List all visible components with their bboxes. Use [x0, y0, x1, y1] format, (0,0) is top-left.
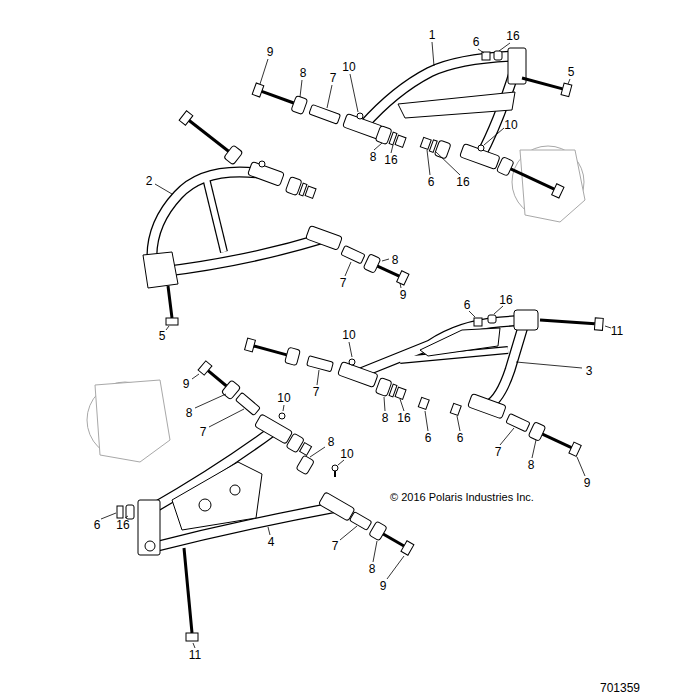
copyright-note: © 2016 Polaris Industries Inc. — [390, 492, 534, 503]
callout-number: 9 — [380, 580, 387, 592]
callout-number: 6 — [94, 519, 101, 531]
callout-number: 11 — [189, 649, 201, 661]
hub-knuckle — [512, 146, 585, 222]
diagram-number: 701359 — [600, 682, 640, 694]
callout-number: 10 — [342, 329, 355, 341]
callout-number: 9 — [400, 289, 407, 301]
callout-number: 9 — [183, 378, 190, 390]
callout-number: 8 — [186, 407, 193, 419]
callout-number: 5 — [159, 330, 166, 342]
callout-number: 4 — [268, 536, 275, 548]
callout-number: 16 — [456, 176, 469, 188]
callout-number: 8 — [328, 436, 335, 448]
callout-number: 8 — [369, 563, 376, 575]
callout-number: 2 — [146, 175, 153, 187]
callout-number: 10 — [504, 119, 517, 131]
callout-number: 16 — [499, 294, 512, 306]
callout-number: 10 — [342, 61, 355, 73]
callout-number: 11 — [611, 325, 623, 337]
callout-number: 9 — [267, 46, 274, 58]
bolt-stack — [184, 359, 415, 641]
callout-number: 16 — [397, 412, 410, 424]
bolt-stack — [166, 109, 410, 325]
callout-number: 8 — [382, 412, 389, 424]
bolt-stack — [252, 72, 572, 200]
callout-number: 8 — [392, 254, 399, 266]
callout-number: 6 — [464, 299, 471, 311]
callout-number: 7 — [200, 426, 207, 438]
callout-number: 8 — [528, 459, 535, 471]
callout-number: 6 — [425, 432, 432, 444]
callout-number: 9 — [584, 477, 591, 489]
callout-number: 8 — [370, 151, 377, 163]
control-arm — [117, 413, 355, 555]
leader-line — [101, 42, 611, 648]
callout-number: 10 — [340, 448, 353, 460]
callout-number: 1 — [429, 29, 436, 41]
control-arm — [338, 310, 538, 419]
callout-number: 7 — [332, 540, 339, 552]
hub-knuckle — [87, 380, 170, 462]
callout-number: 16 — [384, 154, 397, 166]
callout-number: 3 — [586, 365, 593, 377]
callout-number: 7 — [313, 386, 320, 398]
bolt-stack — [244, 314, 603, 458]
control-arm — [343, 48, 526, 170]
callout-number: 6 — [457, 432, 464, 444]
callout-number: 16 — [116, 519, 129, 531]
callout-number: 5 — [568, 66, 575, 78]
callout-number: 16 — [506, 30, 519, 42]
callout-number: 6 — [473, 36, 480, 48]
callout-number: 7 — [340, 277, 347, 289]
callout-number: 7 — [330, 72, 337, 84]
callout-number: 6 — [428, 176, 435, 188]
callout-number: 7 — [495, 446, 502, 458]
callout-number: 8 — [300, 67, 307, 79]
control-arm — [143, 161, 342, 288]
callout-number: 10 — [277, 392, 290, 404]
